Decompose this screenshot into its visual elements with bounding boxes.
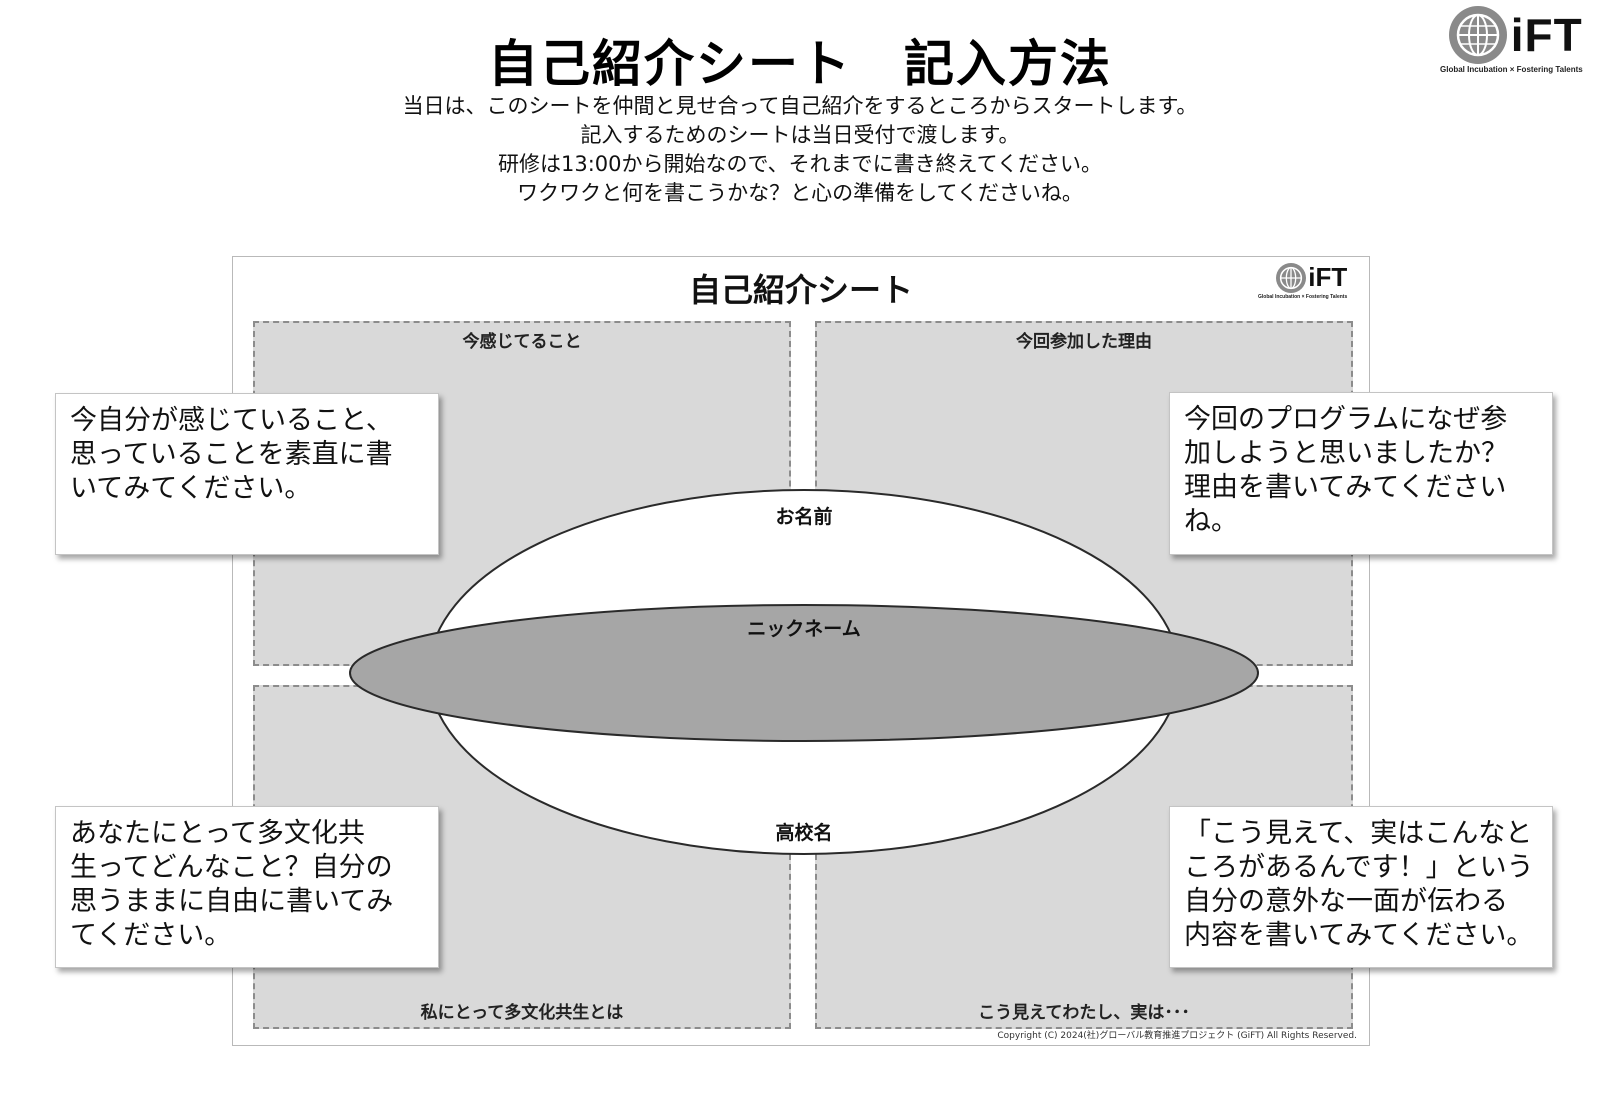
- callout-line: ね。: [1184, 506, 1238, 537]
- gift-logo-small: iFT Global Incubation × Fostering Talent…: [1258, 262, 1347, 300]
- sheet-title: 自己紹介シート: [688, 271, 913, 309]
- callout-bottom-right: 「こう見えて、実はこんなと ころがあるんです！」という 自分の意外な一面が伝わる…: [1169, 806, 1553, 968]
- globe-icon: [1276, 262, 1307, 293]
- callout-line: 今回のプログラムになぜ参: [1184, 404, 1508, 435]
- callout-line: 自分の意外な一面が伝わる: [1184, 886, 1508, 917]
- callout-top-left: 今自分が感じていること、 思っていることを素直に書 いてみてください。: [55, 393, 439, 555]
- name-label: お名前: [775, 506, 833, 528]
- page-title: 自己紹介シート 記入方法: [488, 35, 1112, 93]
- intro-line: 研修は13:00から開始なので、それまでに書き終えてください。: [498, 152, 1102, 176]
- logo-word: iFT: [1510, 9, 1583, 61]
- intro-line: 記入するためのシートは当日受付で渡します。: [580, 123, 1020, 147]
- intro-line: ワクワクと何を書こうかな？と心の準備をしてくださいね。: [517, 181, 1083, 205]
- logo-word: iFT: [1308, 262, 1348, 292]
- callout-line: 思っていることを素直に書: [70, 439, 393, 470]
- quadrant-label: 今回参加した理由: [1016, 332, 1152, 352]
- intro-line: 当日は、このシートを仲間と見せ合って自己紹介をするところからスタートします。: [402, 94, 1198, 118]
- quadrant-label: 私にとって多文化共生とは: [420, 1003, 624, 1023]
- callout-line: 思うままに自由に書いてみ: [70, 886, 394, 917]
- callout-line: いてみてください。: [70, 473, 312, 504]
- callout-bottom-left: あなたにとって多文化共 生ってどんなこと？自分の 思うままに自由に書いてみ てく…: [55, 806, 439, 968]
- callout-line: ころがあるんです！」という: [1184, 852, 1534, 883]
- logo-tagline: Global Incubation × Fostering Talents: [1258, 294, 1348, 300]
- gift-logo: iFT Global Incubation × Fostering Talent…: [1440, 6, 1583, 74]
- copyright-text: Copyright (C) 2024(社)グローバル教育推進プロジェクト (Gi…: [997, 1031, 1357, 1041]
- callout-line: 理由を書いてみてください: [1184, 472, 1507, 503]
- callout-line: あなたにとって多文化共: [70, 818, 365, 849]
- callout-line: 内容を書いてみてください。: [1184, 920, 1534, 951]
- callout-line: 「こう見えて、実はこんなと: [1184, 818, 1533, 849]
- nickname-label: ニックネーム: [747, 618, 861, 640]
- intro-text: 当日は、このシートを仲間と見せ合って自己紹介をするところからスタートします。 記…: [0, 92, 1600, 208]
- quadrant-label: 今感じてること: [462, 332, 582, 352]
- callout-top-right: 今回のプログラムになぜ参 加しようと思いましたか？ 理由を書いてみてください ね…: [1169, 392, 1553, 555]
- callout-line: 加しようと思いましたか？: [1184, 438, 1508, 469]
- quadrant-label: こう見えてわたし、実は･･･: [978, 1003, 1190, 1023]
- school-label: 高校名: [775, 822, 833, 844]
- globe-icon: [1448, 6, 1507, 64]
- callout-line: てください。: [70, 920, 232, 951]
- logo-tagline: Global Incubation × Fostering Talents: [1440, 65, 1583, 74]
- callout-line: 今自分が感じていること、: [70, 405, 393, 436]
- callout-line: 生ってどんなこと？自分の: [70, 852, 393, 883]
